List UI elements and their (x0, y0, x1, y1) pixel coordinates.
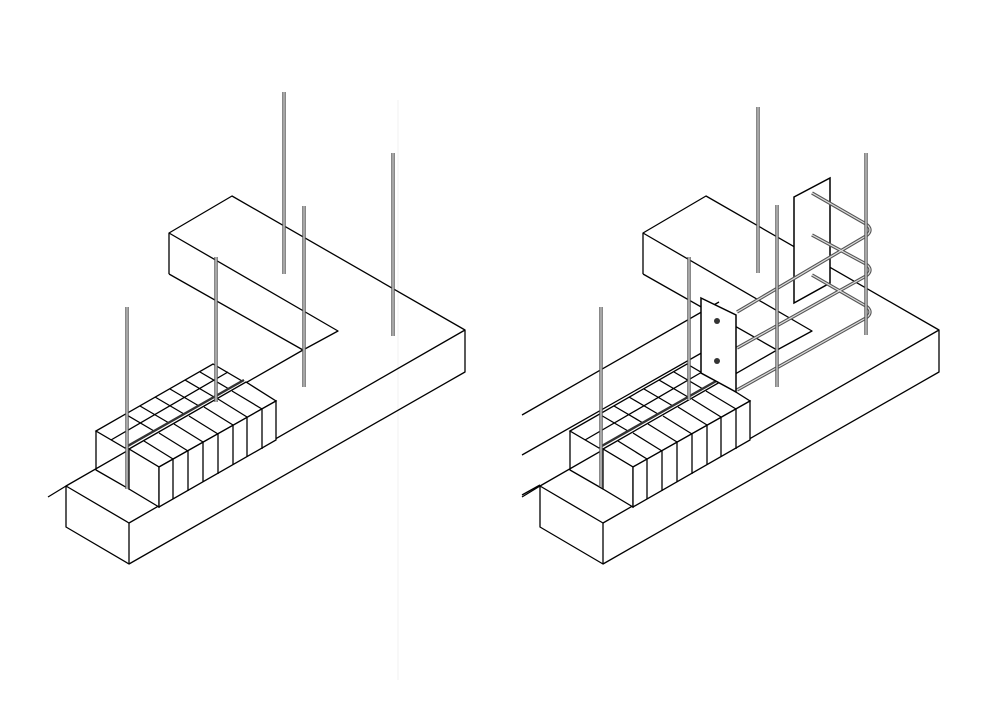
footing-with-blocks (46, 194, 467, 566)
beam-outline-lines (521, 301, 720, 496)
right-detail (520, 107, 941, 566)
rebar-rods (125, 92, 395, 489)
bolt-icon (714, 358, 720, 364)
rebar-rods (599, 107, 868, 487)
left-detail (46, 92, 467, 566)
bolt-icon (714, 318, 720, 324)
anchor-plate-front (700, 296, 737, 394)
